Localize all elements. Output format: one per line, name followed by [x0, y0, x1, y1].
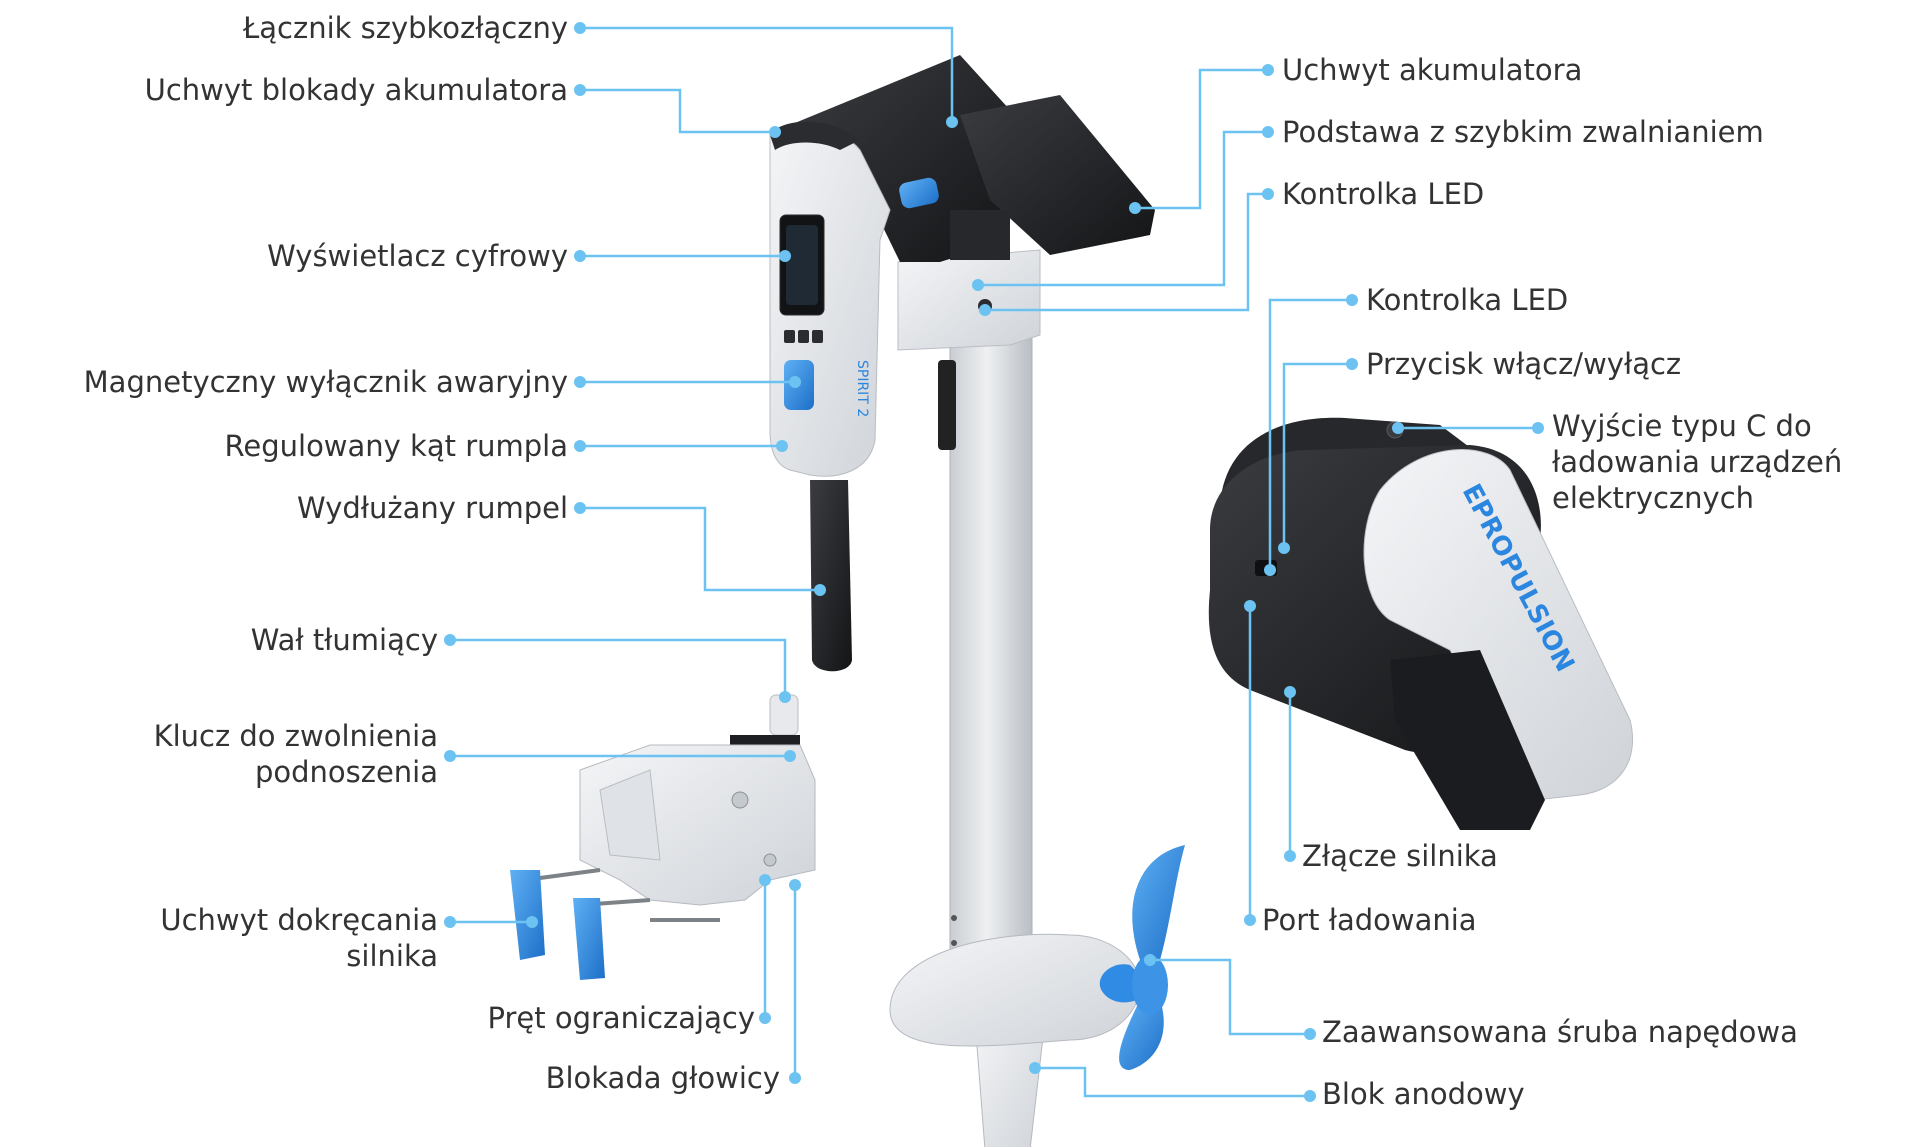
label-battery-holder: Uchwyt akumulatora: [1282, 53, 1583, 87]
label-digital-display: Wyświetlacz cyfrowy: [267, 239, 568, 273]
label-charging-port: Port ładowania: [1262, 903, 1477, 937]
leader-dot-propeller-label: [1304, 1028, 1316, 1040]
label-clamp-handle: Uchwyt dokręcania silnika: [160, 903, 438, 973]
leader-quick-connector: [580, 26, 954, 122]
leader-dot-tiller-angle-target: [776, 440, 788, 452]
leader-dot-anode-block-label: [1304, 1090, 1316, 1102]
leader-led-battery: [1268, 298, 1352, 570]
leader-dot-battery-holder-target: [1129, 202, 1141, 214]
label-power-button: Przycisk włącz/wyłącz: [1366, 347, 1682, 381]
propeller: [1099, 845, 1185, 1070]
leader-dot-tilt-release-key-target: [784, 750, 796, 762]
label-quick-connector: Łącznik szybkozłączny: [242, 11, 568, 45]
leader-dot-head-lock-label: [789, 1072, 801, 1084]
leader-dot-magnetic-kill-switch-target: [789, 376, 801, 388]
leader-dot-propeller-target: [1144, 954, 1156, 966]
leader-dot-battery-lock-handle-target: [769, 126, 781, 138]
leader-dot-damping-shaft-label: [444, 634, 456, 646]
leader-led-motor: [985, 192, 1268, 312]
leader-dot-damping-shaft-target: [779, 691, 791, 703]
leader-dot-power-button-target: [1278, 542, 1290, 554]
leader-dot-limit-rod-target: [759, 874, 771, 886]
leader-quick-release-base: [978, 130, 1268, 287]
label-head-lock: Blokada głowicy: [545, 1061, 780, 1095]
motor-head: SPIRIT 2: [769, 55, 1155, 672]
leader-dot-motor-connector-label: [1284, 850, 1296, 862]
leader-dot-clamp-handle-label: [444, 916, 456, 928]
leader-dot-head-lock-target: [789, 879, 801, 891]
label-damping-shaft: Wał tłumiący: [250, 623, 438, 657]
label-limit-rod: Pręt ograniczający: [487, 1001, 756, 1035]
motor-shaft: [949, 299, 1033, 1001]
leader-dot-extendable-tiller-label: [574, 502, 586, 514]
leader-dot-charging-port-label: [1244, 914, 1256, 926]
leader-dot-digital-display-target: [779, 250, 791, 262]
leader-dot-quick-release-base-label: [1262, 126, 1274, 138]
label-magnetic-kill-switch: Magnetyczny wyłącznik awaryjny: [83, 365, 568, 399]
label-tilt-release-key: Klucz do zwolnienia podnoszenia: [153, 719, 438, 789]
leader-dot-quick-connector-target: [946, 116, 958, 128]
leader-dot-tilt-release-key-label: [444, 750, 456, 762]
leader-dot-quick-release-base-target: [972, 279, 984, 291]
label-led-battery: Kontrolka LED: [1366, 283, 1569, 317]
leader-dot-anode-block-target: [1029, 1062, 1041, 1074]
clamp-bracket: [510, 694, 816, 980]
label-motor-connector: Złącze silnika: [1302, 839, 1498, 873]
leader-battery-lock-handle: [580, 88, 775, 134]
label-extendable-tiller: Wydłużany rumpel: [297, 491, 568, 525]
label-quick-release-base: Podstawa z szybkim zwalnianiem: [1282, 115, 1764, 149]
label-battery-lock-handle: Uchwyt blokady akumulatora: [144, 73, 568, 107]
leader-dot-usb-c-output-label: [1532, 422, 1544, 434]
label-propeller: Zaawansowana śruba napędowa: [1322, 1015, 1798, 1049]
leader-anode-block: [1035, 1066, 1310, 1098]
leader-dot-usb-c-output-target: [1392, 422, 1404, 434]
leader-dot-motor-connector-target: [1284, 686, 1296, 698]
leader-battery-holder: [1135, 68, 1268, 210]
handle-brand-text: SPIRIT 2: [854, 360, 870, 417]
leader-dot-led-battery-label: [1346, 294, 1358, 306]
leader-power-button: [1282, 362, 1352, 548]
leader-dot-magnetic-kill-switch-label: [574, 376, 586, 388]
leader-dot-led-motor-target: [979, 304, 991, 316]
leader-damping-shaft: [450, 638, 787, 697]
leader-dot-led-motor-label: [1262, 188, 1274, 200]
label-tiller-angle: Regulowany kąt rumpla: [224, 429, 568, 463]
leader-dot-tiller-angle-label: [574, 440, 586, 452]
leader-lines: [444, 22, 1544, 1102]
leader-propeller: [1150, 958, 1310, 1036]
leader-dot-quick-connector-label: [574, 22, 586, 34]
leader-dot-battery-lock-handle-label: [574, 84, 586, 96]
leader-dot-power-button-label: [1346, 358, 1358, 370]
leader-dot-extendable-tiller-target: [814, 584, 826, 596]
label-led-motor: Kontrolka LED: [1282, 177, 1485, 211]
label-usb-c-output: Wyjście typu C do ładowania urządzeń ele…: [1552, 409, 1843, 515]
leader-dot-clamp-handle-target: [526, 916, 538, 928]
leader-dot-battery-holder-label: [1262, 64, 1274, 76]
leader-dot-led-battery-target: [1264, 564, 1276, 576]
leader-dot-charging-port-target: [1244, 600, 1256, 612]
leader-dot-digital-display-label: [574, 250, 586, 262]
leader-dot-limit-rod-label: [759, 1012, 771, 1024]
label-anode-block: Blok anodowy: [1322, 1077, 1525, 1111]
motor-pod: [889, 933, 1141, 1147]
leader-extendable-tiller: [580, 506, 820, 592]
